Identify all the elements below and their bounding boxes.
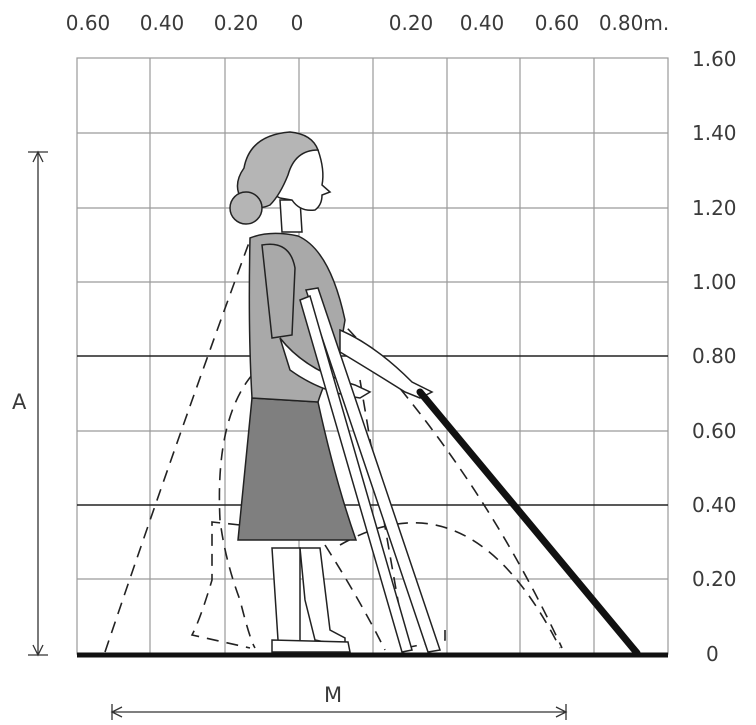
right-tick: 1.60: [692, 47, 737, 71]
top-tick: 0.60: [66, 11, 111, 35]
top-axis-labels: 0.60 0.40 0.20 0 0.20 0.40 0.60 0.80m.: [66, 11, 669, 35]
top-tick: 0.40: [140, 11, 185, 35]
crutch-swing-envelope: [104, 239, 563, 653]
height-dimension: [28, 150, 48, 657]
right-tick: 0.60: [692, 419, 737, 443]
top-tick: 0.60: [535, 11, 580, 35]
right-tick: 0.40: [692, 493, 737, 517]
top-tick: 0: [291, 11, 304, 35]
right-tick: 1.20: [692, 196, 737, 220]
walking-figure: [229, 131, 434, 653]
width-label: M: [324, 683, 342, 707]
right-tick: 1.40: [692, 121, 737, 145]
right-tick: 1.00: [692, 270, 737, 294]
top-tick: 0.40: [460, 11, 505, 35]
top-tick: 0.80m.: [599, 11, 669, 35]
height-label: A: [12, 390, 27, 414]
skirt: [237, 397, 358, 541]
right-tick: 0.20: [692, 567, 737, 591]
width-dimension: [110, 704, 568, 720]
crutch: [299, 287, 441, 653]
cane: [416, 388, 641, 657]
right-tick: 0: [706, 642, 719, 666]
right-tick: 0.80: [692, 344, 737, 368]
top-tick: 0.20: [389, 11, 434, 35]
top-tick: 0.20: [214, 11, 259, 35]
right-axis-labels: 1.60 1.40 1.20 1.00 0.80 0.60 0.40 0.20 …: [692, 47, 737, 666]
